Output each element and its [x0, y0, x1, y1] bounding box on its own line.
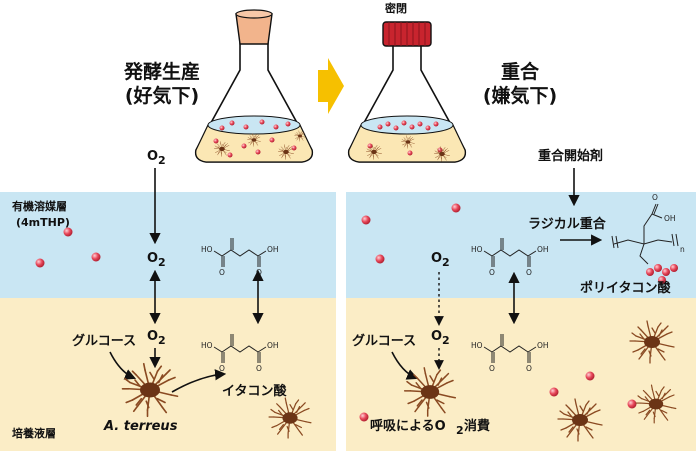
- polymer-droplets: [646, 264, 678, 284]
- right-o2-organic: O 2: [431, 251, 450, 269]
- svg-text:OH: OH: [537, 245, 549, 254]
- svg-text:2: 2: [442, 256, 450, 269]
- process-arrow-icon: [318, 58, 344, 114]
- svg-text:消費: 消費: [464, 418, 490, 434]
- svg-text:HO: HO: [201, 245, 213, 254]
- left-glucose-label: グルコース: [72, 333, 136, 349]
- left-title-line2: (好気下): [125, 84, 199, 107]
- svg-text:OH: OH: [537, 341, 549, 350]
- glucose-arrow: [109, 351, 137, 380]
- right-title-line2: (嫌気下): [483, 84, 557, 107]
- svg-text:OH: OH: [664, 214, 676, 223]
- right-culture-layer: [346, 298, 696, 451]
- svg-text:呼吸によるO: 呼吸によるO: [370, 418, 446, 434]
- right-itaconic-molecule-culture: HO O OH O: [471, 333, 549, 373]
- left-droplets: [35, 227, 101, 268]
- right-flask: [347, 21, 467, 163]
- polyitaconic-acid-molecule: O OH n: [611, 193, 685, 265]
- svg-text:O: O: [147, 251, 158, 266]
- organic-layer-label: 有機溶媒層: [12, 199, 67, 213]
- svg-text:OH: OH: [267, 341, 279, 350]
- right-o2-culture: O 2: [431, 329, 450, 347]
- svg-text:O: O: [489, 364, 495, 373]
- svg-text:O: O: [489, 268, 495, 277]
- left-o2-top: O 2: [147, 149, 166, 167]
- svg-text:O: O: [219, 364, 225, 373]
- svg-text:2: 2: [158, 334, 166, 347]
- polymer-label: ポリイタコン酸: [580, 280, 671, 296]
- svg-text:OH: OH: [267, 245, 279, 254]
- organism-label: A. terreus: [103, 419, 178, 434]
- svg-text:HO: HO: [471, 341, 483, 350]
- svg-text:O: O: [652, 193, 658, 202]
- svg-text:HO: HO: [471, 245, 483, 254]
- svg-text:O: O: [256, 268, 262, 277]
- svg-text:2: 2: [456, 424, 464, 437]
- left-organic-layer: [0, 192, 336, 298]
- right-droplets: [359, 203, 637, 422]
- itaconic-acid-label: イタコン酸: [222, 383, 287, 399]
- svg-text:O: O: [526, 268, 532, 277]
- svg-text:O: O: [219, 268, 225, 277]
- svg-text:2: 2: [158, 256, 166, 269]
- svg-text:O: O: [431, 251, 442, 266]
- left-title-line1: 発酵生産: [123, 60, 200, 83]
- culture-layer-label: 培養液層: [12, 426, 56, 440]
- production-arrow: [171, 369, 227, 393]
- left-o2-culture: O 2: [147, 329, 166, 347]
- right-glucose-arrow: [391, 351, 419, 380]
- svg-text:n: n: [680, 245, 685, 254]
- svg-text:O: O: [256, 364, 262, 373]
- svg-text:O: O: [147, 149, 158, 164]
- right-glucose-label: グルコース: [352, 333, 416, 349]
- organic-layer-solvent: (4mTHP): [16, 216, 70, 229]
- svg-text:O: O: [526, 364, 532, 373]
- left-culture-layer: [0, 298, 336, 451]
- respiration-label: 呼吸によるO 2 消費: [370, 418, 490, 437]
- right-title-line1: 重合: [501, 60, 540, 83]
- svg-text:2: 2: [158, 154, 166, 167]
- radical-polymerization-label: ラジカル重合: [528, 216, 607, 232]
- itaconic-acid-molecule-culture: HO O OH O: [201, 333, 279, 373]
- svg-text:O: O: [431, 329, 442, 344]
- right-organic-layer: [346, 192, 696, 298]
- seal-label: 密閉: [385, 1, 407, 15]
- left-flask: [194, 9, 314, 163]
- svg-text:2: 2: [442, 334, 450, 347]
- svg-text:O: O: [147, 329, 158, 344]
- right-itaconic-molecule-organic: HO O OH O: [471, 237, 549, 277]
- svg-text:HO: HO: [201, 341, 213, 350]
- left-o2-organic: O 2: [147, 251, 166, 269]
- initiator-label: 重合開始剤: [538, 148, 603, 164]
